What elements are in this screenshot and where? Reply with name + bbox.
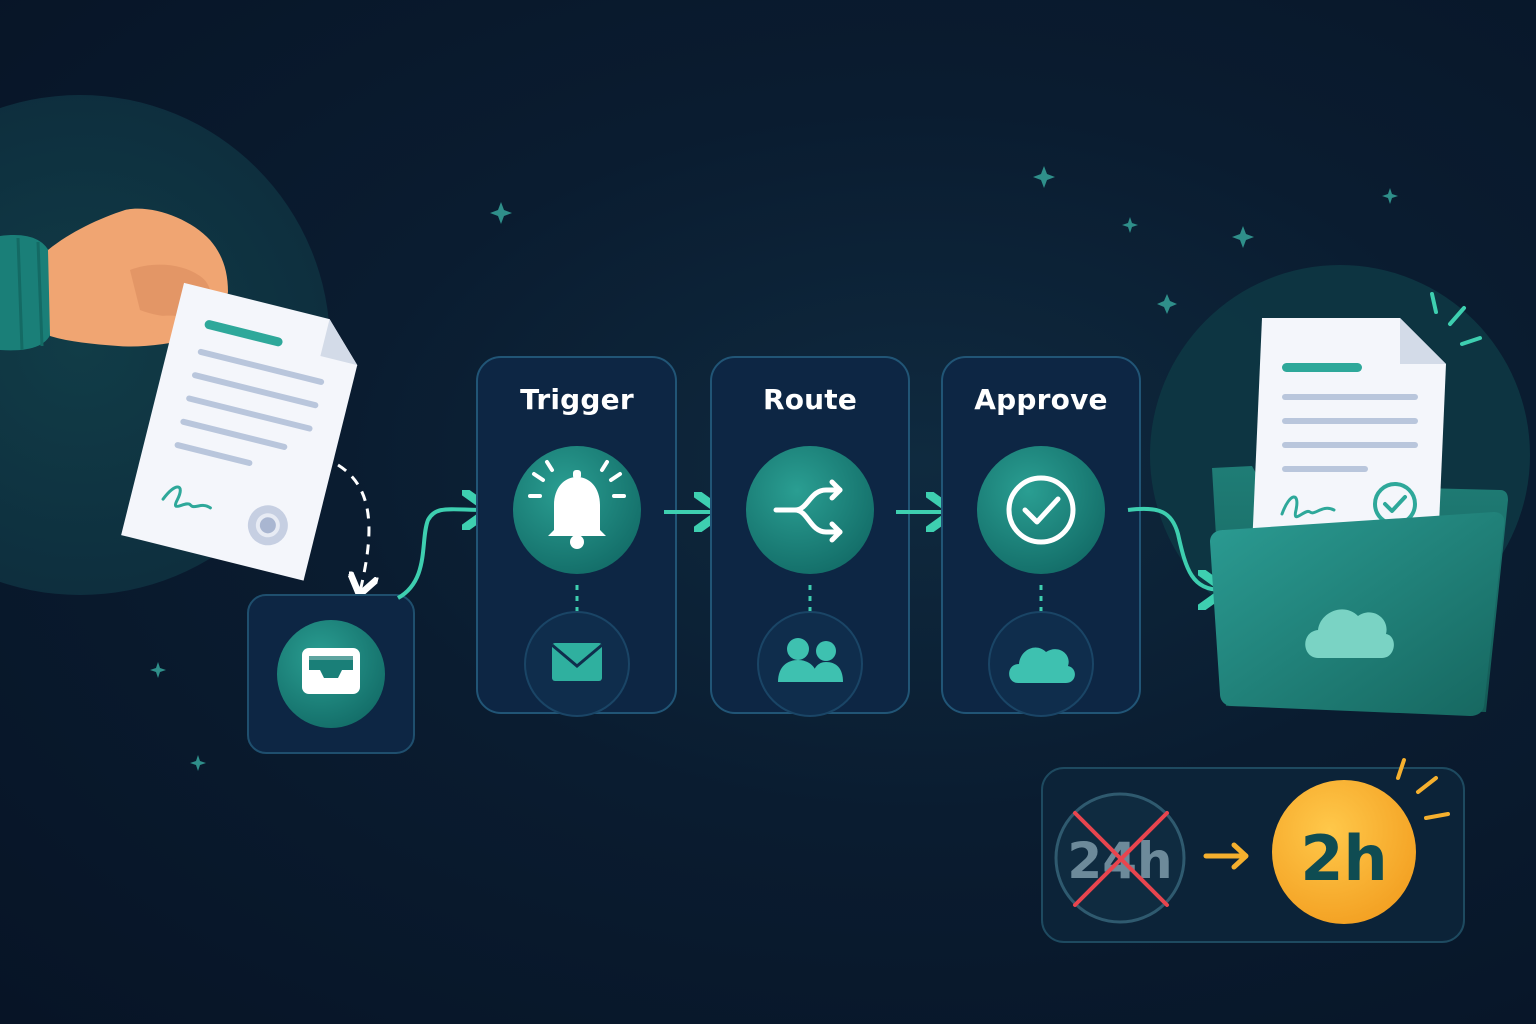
burst-lines bbox=[1430, 292, 1482, 346]
burst-lines bbox=[1396, 758, 1450, 820]
inbox-icon bbox=[302, 648, 360, 694]
arrow-right-icon bbox=[1203, 842, 1249, 870]
sparkle-icon bbox=[490, 202, 512, 224]
cloud-icon bbox=[1009, 647, 1075, 683]
intake-card[interactable] bbox=[247, 594, 415, 754]
signature-icon bbox=[1280, 495, 1336, 519]
sparkles bbox=[150, 166, 1398, 771]
stage-card-approve[interactable] bbox=[941, 356, 1141, 717]
connector-arrow bbox=[1127, 506, 1222, 590]
sparkle-icon bbox=[1382, 188, 1398, 204]
sparkle-icon bbox=[1122, 217, 1138, 233]
bell-icon bbox=[528, 460, 626, 549]
drop-arrow bbox=[337, 463, 369, 592]
sparkle-icon bbox=[1232, 226, 1254, 248]
check-circle-icon bbox=[1006, 475, 1076, 545]
sparkle-icon bbox=[1157, 294, 1177, 314]
archive-folder[interactable] bbox=[1210, 318, 1508, 716]
archived-document bbox=[1252, 318, 1446, 548]
after-time-text: 2h bbox=[1300, 822, 1387, 895]
sparkle-icon bbox=[150, 662, 166, 678]
split-arrows-icon bbox=[773, 479, 843, 543]
sparkle-icon bbox=[1033, 166, 1055, 188]
cloud-icon bbox=[1305, 609, 1394, 658]
users-icon bbox=[778, 638, 843, 682]
cross-icon bbox=[1073, 811, 1169, 907]
stage-title-approve: Approve bbox=[974, 383, 1108, 416]
stage-card-route[interactable] bbox=[710, 356, 910, 717]
stage-title-route: Route bbox=[762, 383, 858, 416]
time-comparison-panel: 24h 2h bbox=[1041, 758, 1465, 943]
signature-icon bbox=[161, 485, 212, 510]
stage-card-trigger[interactable] bbox=[476, 356, 677, 717]
after-time-badge bbox=[1272, 780, 1416, 924]
source-document bbox=[121, 282, 358, 581]
stage-title-trigger: Trigger bbox=[520, 383, 634, 416]
envelope-icon bbox=[551, 643, 603, 681]
connector-arrow bbox=[396, 509, 486, 600]
sparkle-icon bbox=[190, 755, 206, 771]
